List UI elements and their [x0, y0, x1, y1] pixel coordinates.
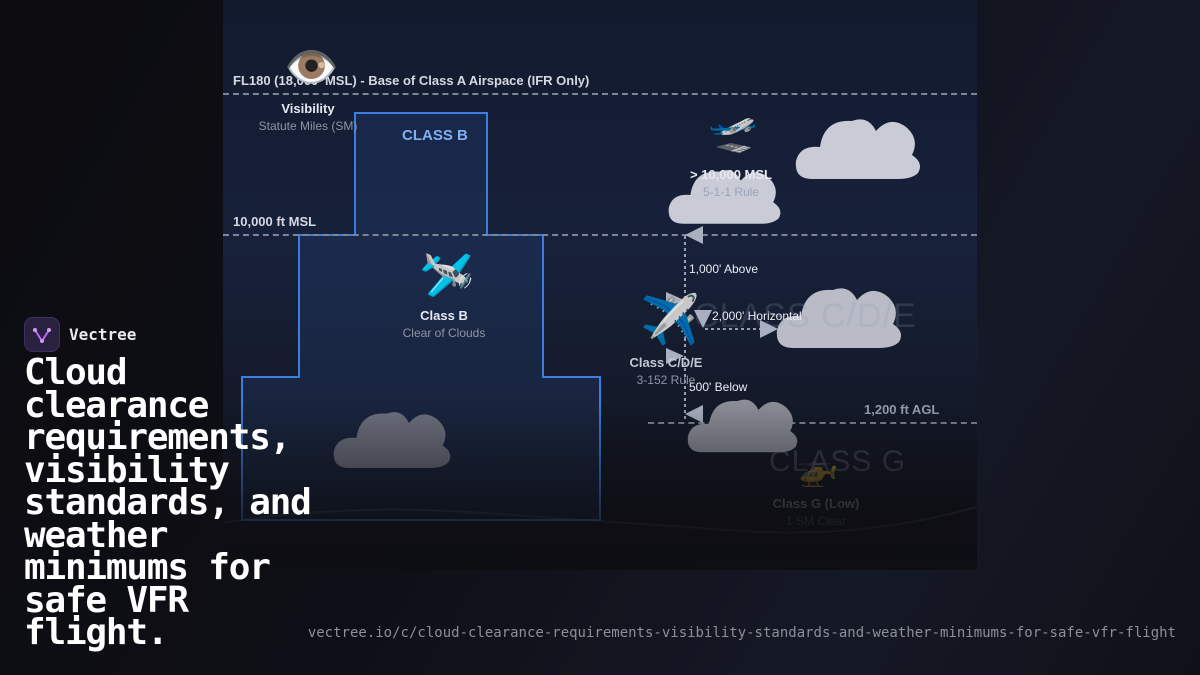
- clearance-below: 500' Below: [689, 380, 748, 394]
- terrain-line: [223, 506, 977, 534]
- class-cde-subtitle: 3-152 Rule: [636, 373, 696, 387]
- visibility-title: Visibility: [281, 101, 335, 116]
- msl10000-label: 10,000 ft MSL: [233, 214, 317, 229]
- class-b-subtitle: Clear of Clouds: [402, 326, 486, 340]
- high-altitude-title: > 10,000 MSL: [689, 167, 773, 182]
- class-b-title: Class B: [420, 308, 468, 323]
- arrow-right-head: [760, 320, 778, 338]
- vectree-logo-icon: [24, 317, 60, 352]
- brand-name: Vectree: [69, 325, 137, 344]
- cloud-top-right: [795, 119, 920, 179]
- arrow-down-head: [685, 405, 703, 423]
- fl180-line: [223, 93, 977, 95]
- eye-icon: 👁️: [284, 43, 339, 92]
- page-title: Cloud clearance requirements, visibility…: [24, 352, 312, 653]
- arrow-small-a: [666, 292, 684, 308]
- arrow-small-b: [666, 348, 684, 364]
- cloud-mid-right: [776, 288, 901, 348]
- clearance-above: 1,000' Above: [689, 262, 759, 276]
- helicopter-icon: 🚁: [796, 450, 839, 488]
- airplane-icon: 🛩️: [419, 251, 474, 300]
- high-altitude-subtitle: 5-1-1 Rule: [702, 185, 760, 199]
- visibility-subtitle: Statute Miles (SM): [258, 119, 358, 133]
- airplane-icon: ✈️: [640, 294, 700, 347]
- arrow-up-head: [685, 226, 703, 244]
- class-cde-title: Class C/D/E: [629, 355, 703, 370]
- fl180-label: FL180 (18,000' MSL) - Base of Class A Ai…: [233, 73, 590, 88]
- cloud-high: [668, 170, 781, 224]
- brand[interactable]: Vectree: [24, 317, 136, 352]
- jet-icon: 🛫: [708, 110, 758, 154]
- msl10000-line: [223, 234, 977, 236]
- arrow-left-head: [694, 310, 712, 328]
- clearance-horizontal: 2,000' Horizontal: [712, 309, 802, 323]
- page-url[interactable]: vectree.io/c/cloud-clearance-requirement…: [307, 625, 1176, 641]
- class-b-header: CLASS B: [402, 127, 468, 144]
